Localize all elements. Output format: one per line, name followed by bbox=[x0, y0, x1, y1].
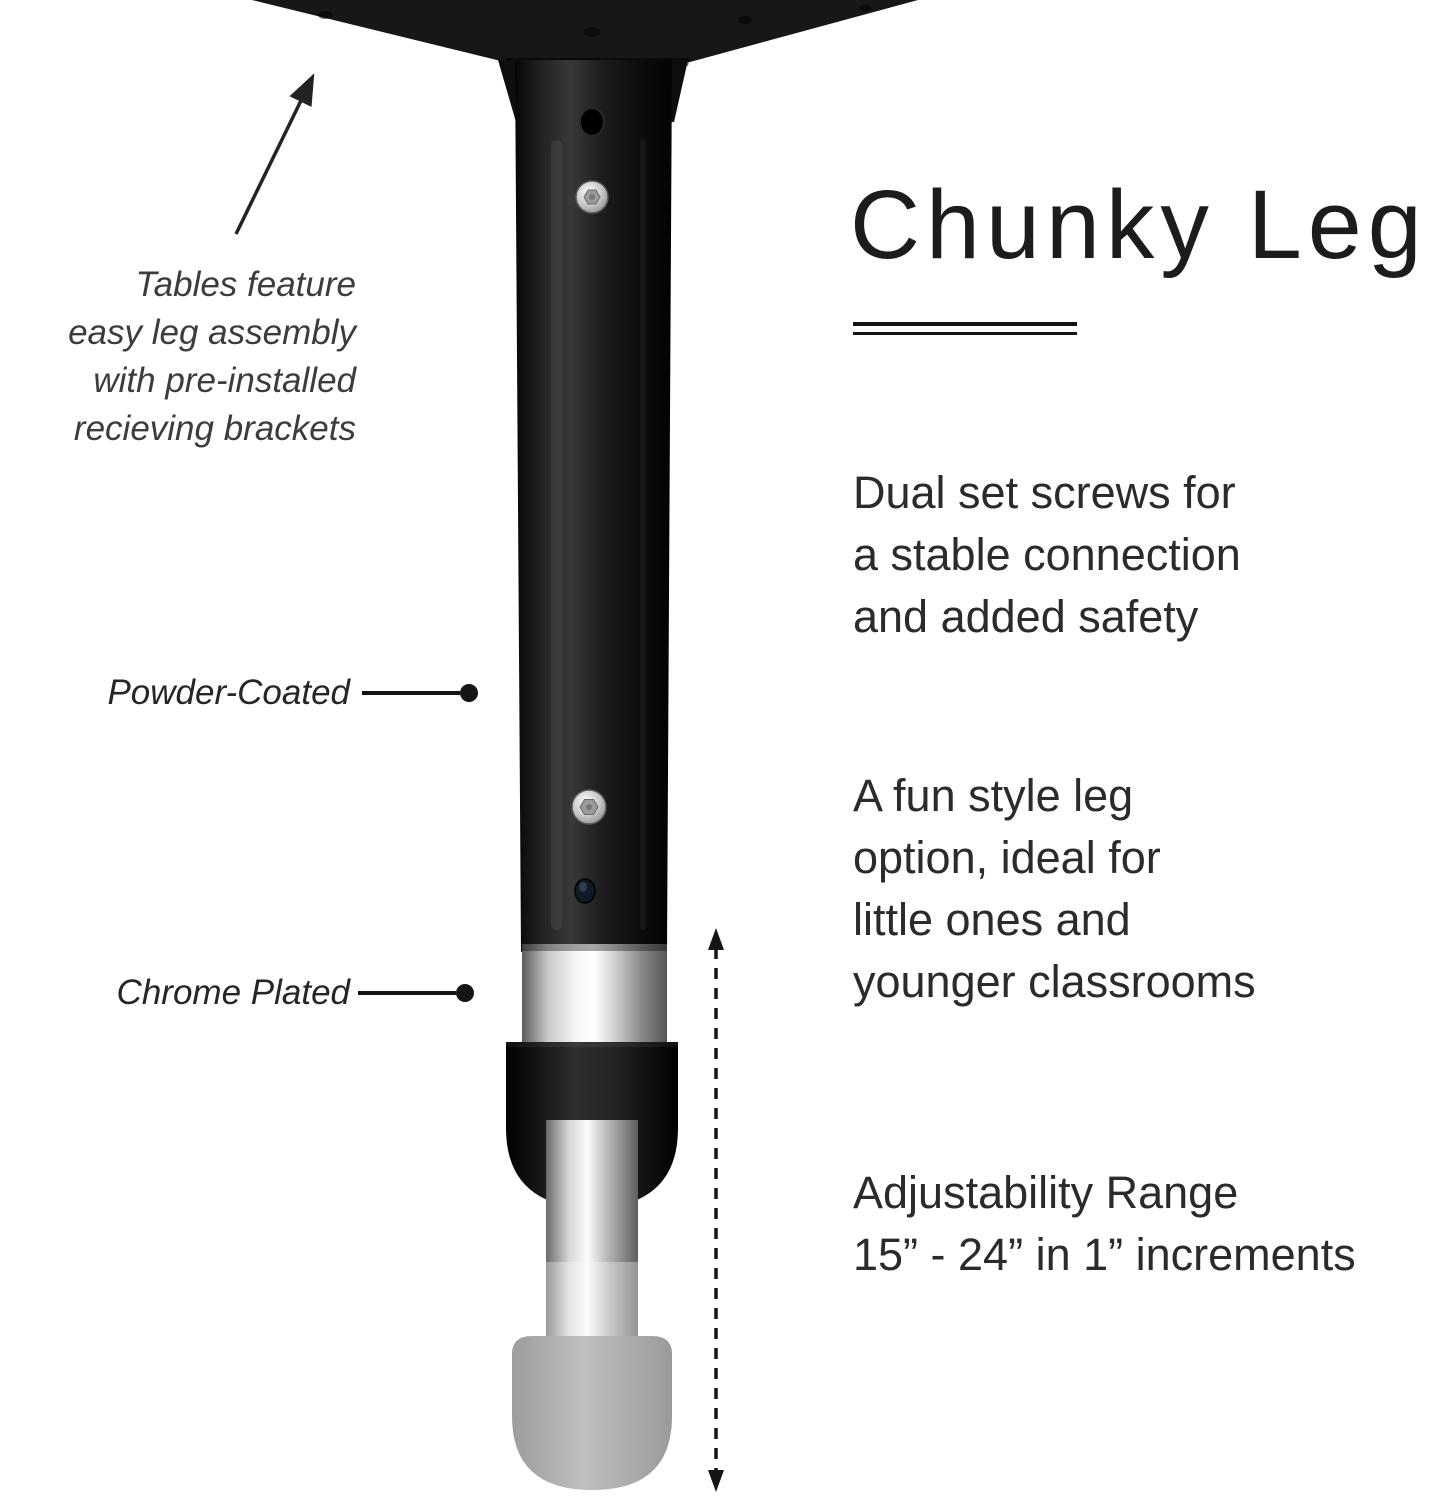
chrome-plated-pointer bbox=[358, 984, 474, 1002]
title-underline-bottom bbox=[853, 331, 1077, 335]
inner-chrome-tube bbox=[546, 1120, 638, 1350]
set-screw-upper bbox=[575, 180, 609, 214]
measure-range-arrow bbox=[708, 928, 724, 1492]
table-leg-illustration bbox=[234, 0, 918, 1500]
set-screw-lower bbox=[571, 789, 607, 825]
foot-cap bbox=[512, 1336, 672, 1490]
adjustment-hole-top bbox=[579, 107, 605, 137]
powder-coated-label: Powder-Coated bbox=[107, 673, 350, 712]
mounting-plate bbox=[252, 0, 918, 66]
ghost-fade-overlay bbox=[495, 1262, 705, 1500]
page-title: Chunky Leg bbox=[850, 170, 1428, 279]
title-underline-top bbox=[853, 322, 1077, 326]
adjustment-hole-lower bbox=[574, 878, 596, 904]
powder-coated-pointer bbox=[362, 684, 478, 702]
feature-adjustability-range: Adjustability Range 15” - 24” in 1” incr… bbox=[853, 1167, 1356, 1280]
chrome-plated-label: Chrome Plated bbox=[116, 973, 350, 1012]
assembly-note: Tables feature easy leg assembly with pr… bbox=[68, 265, 356, 448]
feature-dual-set-screws: Dual set screws for a stable connection … bbox=[853, 467, 1241, 642]
feature-fun-style: A fun style leg option, ideal for little… bbox=[853, 770, 1256, 1007]
leg-column bbox=[515, 60, 672, 952]
chrome-section bbox=[522, 944, 667, 1048]
assembly-arrow bbox=[234, 73, 315, 235]
